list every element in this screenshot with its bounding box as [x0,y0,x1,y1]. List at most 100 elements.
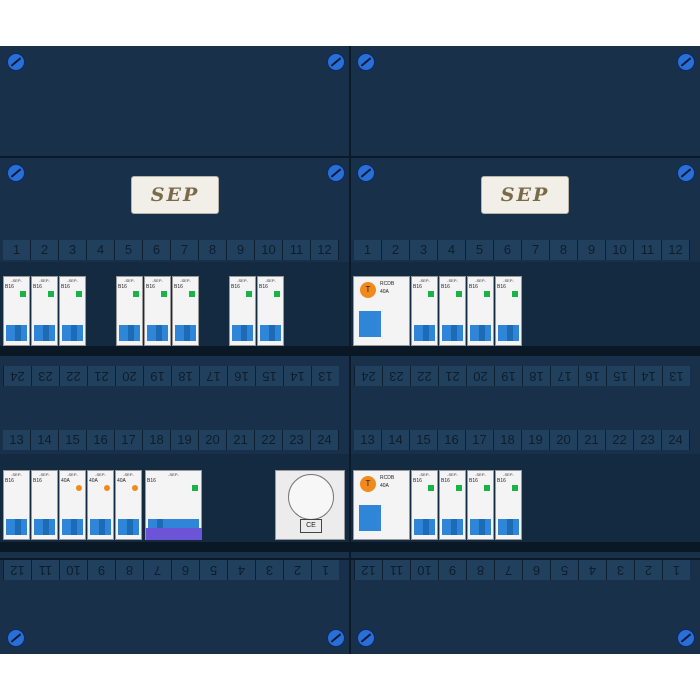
breaker-toggle[interactable] [175,325,196,341]
circuit-breaker[interactable]: -SEP-B16 [3,470,30,540]
slot-number: 10 [410,560,438,580]
slot-number: 6 [143,240,171,260]
slot-number: 19 [522,430,550,450]
breaker-toggle[interactable] [232,325,253,341]
breaker-toggle[interactable] [442,325,463,341]
rcbo-breaker[interactable]: -SEP-40A [115,470,142,540]
indicator-icon [48,291,54,297]
slot-number: 8 [115,560,143,580]
screw-icon [327,164,345,182]
breaker-toggle[interactable] [6,519,27,535]
slot-number: 16 [438,430,466,450]
screw-icon [677,164,695,182]
slot-number: 6 [171,560,199,580]
circuit-breaker[interactable]: -SEP-B16 [172,276,199,346]
slot-number: 13 [354,430,382,450]
circuit-breaker[interactable]: -SEP-B16 [59,276,86,346]
slot-number: 17 [466,430,494,450]
test-icon[interactable] [104,485,110,491]
circuit-breaker[interactable]: -SEP-B16 [31,470,58,540]
circuit-breaker[interactable]: -SEP-B16 [411,470,438,540]
brand-logo-text: SEP [500,184,550,206]
slot-number: 9 [438,560,466,580]
breaker-toggle[interactable] [414,519,435,535]
breaker-toggle[interactable] [118,519,139,535]
breaker-toggle[interactable] [414,325,435,341]
indicator-icon [456,291,462,297]
breaker-toggle[interactable] [34,325,55,341]
slot-number: 18 [522,366,550,386]
screw-icon [7,53,25,71]
circuit-breaker[interactable]: -SEP-B16 [495,276,522,346]
slot-number: 2 [382,240,410,260]
slot-number: 8 [466,560,494,580]
slot-number: 15 [59,430,87,450]
slot-number: 11 [634,240,662,260]
circuit-breaker[interactable]: -SEP-B16 [229,276,256,346]
circuit-breaker[interactable]: -SEP-B16 [467,276,494,346]
rail-shadow [0,346,700,356]
slot-number-row: 1 2 3 4 5 6 7 8 9 10 11 12 [354,240,690,260]
breaker-toggle[interactable] [34,519,55,535]
slot-number: 3 [255,560,283,580]
circuit-breaker[interactable]: -SEP-B16 [467,470,494,540]
breaker-toggle[interactable] [90,519,111,535]
ce-mark: CE [300,519,322,533]
breaker-toggle[interactable] [442,519,463,535]
test-icon[interactable] [132,485,138,491]
rcd-toggle[interactable] [359,311,381,337]
slot-number: 12 [311,240,339,260]
slot-number: 17 [550,366,578,386]
rcd-test-button[interactable]: T [360,476,376,492]
rcd-test-button[interactable]: T [360,282,376,298]
circuit-breaker[interactable]: -SEP-B16 [144,276,171,346]
breaker-toggle[interactable] [62,519,83,535]
slot-number-row: 13 14 15 16 17 18 19 20 21 22 23 24 [354,430,690,450]
breaker-toggle[interactable] [6,325,27,341]
slot-number: 15 [410,430,438,450]
slot-number: 12 [354,560,382,580]
circuit-breaker[interactable]: -SEP-B16 [439,470,466,540]
screw-icon [677,629,695,647]
indicator-icon [133,291,139,297]
slot-number: 13 [662,366,690,386]
power-socket[interactable]: CE [275,470,345,540]
breaker-toggle[interactable] [470,325,491,341]
breaker-toggle[interactable] [147,325,168,341]
indicator-icon [274,291,280,297]
test-icon[interactable] [76,485,82,491]
slot-number: 9 [227,240,255,260]
slot-number: 2 [634,560,662,580]
slot-number: 17 [199,366,227,386]
circuit-breaker[interactable]: -SEP-B16 [439,276,466,346]
slot-number: 5 [550,560,578,580]
circuit-breaker[interactable]: -SEP-B16 [3,276,30,346]
slot-number: 16 [578,366,606,386]
rcbo-breaker[interactable]: -SEP-40A [87,470,114,540]
breaker-toggle[interactable] [498,325,519,341]
accent-strip [146,528,202,540]
slot-number: 20 [115,366,143,386]
circuit-breaker[interactable]: -SEP-B16 [411,276,438,346]
screw-icon [327,629,345,647]
slot-number: 24 [311,430,339,450]
slot-number: 10 [59,560,87,580]
indicator-icon [456,485,462,491]
breaker-toggle[interactable] [498,519,519,535]
circuit-breaker[interactable]: -SEP-B16 [257,276,284,346]
slot-number: 21 [438,366,466,386]
rcbo-breaker[interactable]: -SEP-40A [59,470,86,540]
circuit-breaker[interactable]: -SEP-B16 [495,470,522,540]
rcd-toggle[interactable] [359,505,381,531]
slot-number: 17 [115,430,143,450]
breaker-toggle[interactable] [470,519,491,535]
breaker-toggle[interactable] [260,325,281,341]
circuit-breaker[interactable]: -SEP-B16 [31,276,58,346]
breaker-toggle[interactable] [62,325,83,341]
indicator-icon [192,485,198,491]
slot-number: 23 [31,366,59,386]
breaker-toggle[interactable] [119,325,140,341]
circuit-breaker[interactable]: -SEP-B16 [116,276,143,346]
